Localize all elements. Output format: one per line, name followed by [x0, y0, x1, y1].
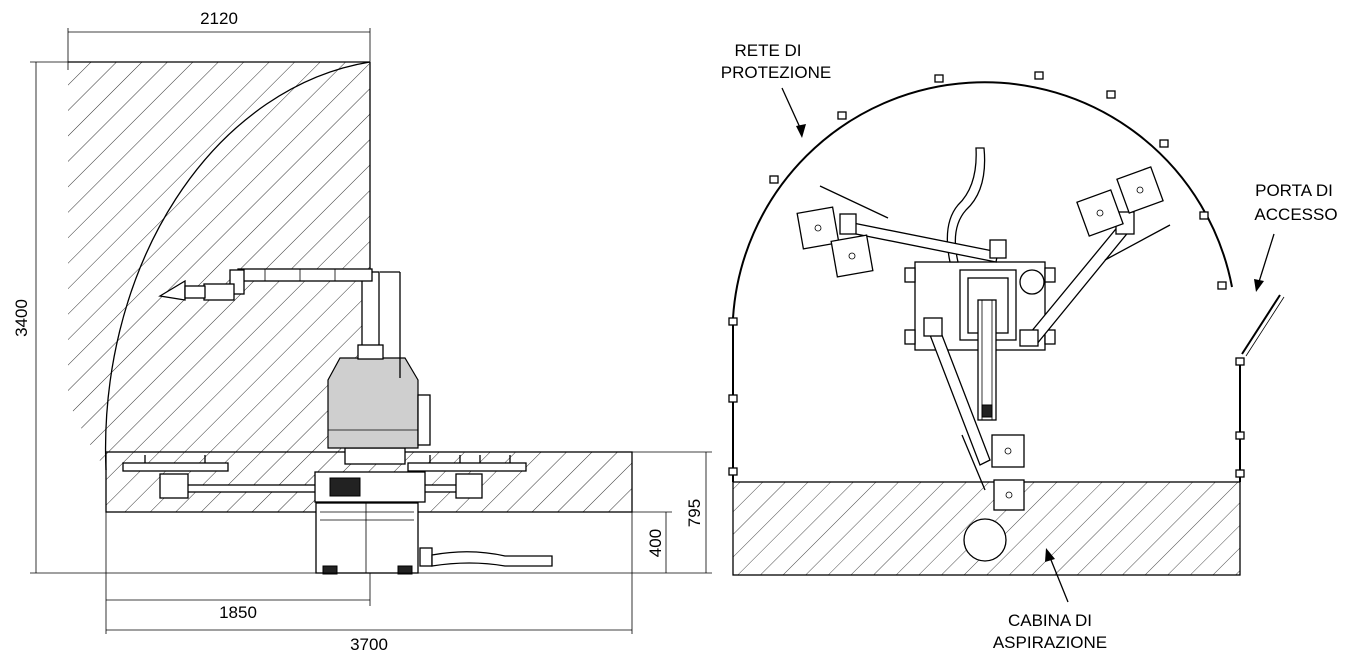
motor-housing: [327, 357, 431, 449]
label-door-line2: ACCESSO: [1254, 205, 1337, 224]
dim-base-height: 400: [646, 529, 665, 557]
protection-net: [732, 81, 1233, 482]
access-door: [1241, 294, 1281, 355]
center-arm: [977, 299, 997, 421]
label-booth-line1: CABINA DI: [1008, 611, 1092, 630]
work-envelope-zone: [68, 62, 370, 470]
vertical-column: [357, 271, 401, 378]
label-net-line2: PROTEZIONE: [721, 63, 832, 82]
fence-posts: [728, 71, 1245, 478]
plan-view: RETE DI PROTEZIONE PORTA DI ACCESSO CABI…: [721, 41, 1338, 652]
dim-lower-height: 795: [685, 499, 704, 527]
dim-center-width: 1850: [219, 603, 257, 622]
right-arm: [1019, 166, 1171, 347]
dim-total-width: 3700: [350, 635, 388, 654]
lower-arm: [923, 317, 1025, 511]
traverse-arm: [122, 447, 527, 503]
work-envelope-outline: [104, 61, 371, 471]
dimension-lines: [30, 28, 712, 634]
base-cabinet: [315, 502, 553, 575]
booth-duct: [963, 518, 1007, 562]
label-door-line1: PORTA DI: [1255, 181, 1333, 200]
dim-top-width: 2120: [200, 9, 238, 28]
dim-total-height: 3400: [12, 299, 31, 337]
robot-base-plan: [904, 147, 1056, 351]
label-net-line1: RETE DI: [734, 41, 801, 60]
side-view: 2120 3400 795 400 1850 3700: [12, 9, 712, 654]
label-booth-line2: ASPIRAZIONE: [993, 633, 1107, 652]
left-arm: [796, 185, 1007, 278]
spray-arm: [158, 268, 373, 301]
callout-arrows: [781, 87, 1275, 603]
